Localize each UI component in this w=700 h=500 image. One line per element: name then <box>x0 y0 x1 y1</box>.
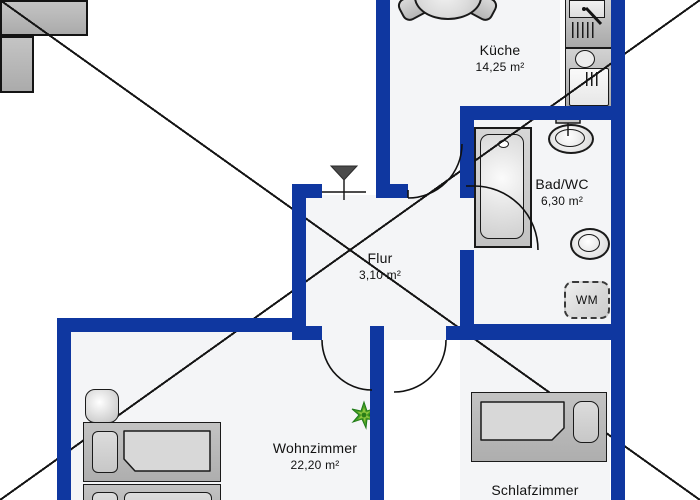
sofa-second-armrest <box>92 492 118 500</box>
wall-kitchen-left <box>376 0 390 198</box>
wall-bathroom-left-upper <box>460 118 474 186</box>
floor-lamp <box>85 389 119 423</box>
tall-cabinet <box>0 36 34 93</box>
sofa-armrest <box>92 431 118 473</box>
wall-living-left <box>57 318 71 500</box>
wall-bedroom-right <box>611 326 625 500</box>
wall-bathroom-right <box>611 118 625 338</box>
wall-bedroom-top <box>446 326 625 340</box>
sofa-second-seat <box>124 492 212 500</box>
wall-hall-center-pier-stem <box>370 326 384 500</box>
wall-kitchen-right <box>611 0 625 120</box>
wall-bathroom-left-lower <box>460 250 474 338</box>
wall-kitchen-bottom-left <box>376 184 408 198</box>
wall-kitchen-bottom <box>460 106 625 120</box>
wall-hall-left <box>292 184 306 340</box>
wall-living-top <box>57 318 306 332</box>
bed-pillow <box>573 401 599 443</box>
